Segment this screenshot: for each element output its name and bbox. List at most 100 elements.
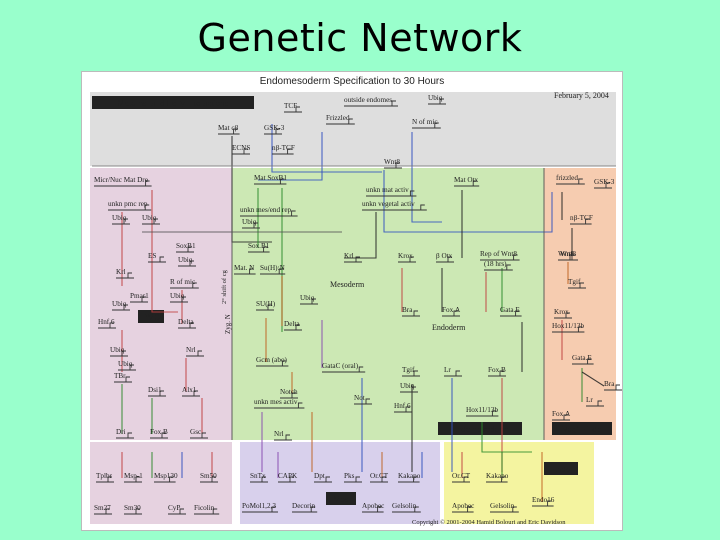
n-es-label: ES [148,252,156,260]
n-gsk2-gene-glyph [594,182,612,189]
n-pomol-label: PoMol1,2,3 [242,502,276,510]
n-ubiq7-gene-glyph [110,350,128,357]
endo-tag-box [544,462,578,475]
n-tplb-gene-glyph [96,476,114,483]
n-gatac-label: GataC (oral) [322,362,359,370]
n-dpt-gene-glyph [314,476,332,483]
maternal-tag: Maternal and Early Interactions [118,99,229,108]
n-lr2-gene-glyph [586,400,604,407]
n-nofmic-gene-glyph [412,122,441,129]
n-srtx-gene-glyph [250,476,268,483]
n-mat-cb-gene-glyph [218,128,240,135]
n-krl-label: Krl [116,268,126,276]
veg1-tag-box [552,422,612,435]
n-suh-label: SU(H) [256,300,276,308]
n-decorin-gene-glyph [292,506,318,513]
n-ubiq10-gene-glyph [400,386,418,393]
wire-39 [581,371,605,387]
n-not-label: Not [354,394,365,402]
n-sm30-label: Sm30 [124,504,141,512]
n-gatae-label: Gata.E [500,306,520,314]
n-tgif2-label: Tgif [568,278,581,286]
veg1-region [544,168,616,440]
n-frizzled2-gene-glyph [556,178,585,185]
n-mat-sox-label: Mat SoxB1 [254,174,287,182]
n-soxb1-label: SoxB1 [176,242,196,250]
n-hox11-label: Hox11/13b [466,406,498,414]
n-rofmic-gene-glyph [170,282,199,289]
n-repwnt-label: Rep of Wnt8 [480,250,517,258]
n-krl-gene-glyph [116,272,134,279]
n-krl2-label: Krl [344,252,354,260]
n-mat-cb-label: Mat cβ [218,124,239,132]
n-ubiq8-label: Ubiq [118,360,133,368]
n-tplb-label: Tplbr [96,472,113,480]
n-unkn-mat-gene-glyph [366,190,417,197]
n-mat-otx-gene-glyph [454,180,480,187]
n-wnt8-gene-glyph [384,162,402,169]
n-dsi1-label: Dsi1 [148,386,162,394]
n-hnf6b-label: Hnf 6 [394,402,411,410]
n-foxa-gene-glyph [442,310,460,317]
n-endo16-gene-glyph [532,500,554,507]
n-foxb2-gene-glyph [488,370,506,377]
n-ubiq2-label: Ubiq [142,214,157,222]
n-hnf6b-gene-glyph [394,406,412,413]
n-nrl2-gene-glyph [274,434,292,441]
mes-tag-box [326,492,356,505]
n-sm50-gene-glyph [200,476,218,483]
n-apobec-gene-glyph [362,506,384,513]
n-sm50-label: Sm50 [200,472,217,480]
n-outside-label: outside endomes [344,96,392,104]
n-gelsolin-gene-glyph [392,506,421,513]
n-bra2-gene-glyph [604,384,622,391]
n-nb-tcf-label: nβ-TCF [272,144,295,152]
n-hox11b-label: Hox11/13b [552,322,584,330]
n-suh-gene-glyph [256,304,274,311]
n-gsk-gene-glyph [264,128,282,135]
n-delta-gene-glyph [178,322,196,329]
n-ubiq3-gene-glyph [242,222,260,229]
n-ecns-label: ECNS [232,144,250,152]
endo-tag: Endo [552,465,571,474]
n-hox11-gene-glyph [466,410,499,417]
maternal-tag-box [92,96,254,109]
n-su-label: Su(H):N [260,264,286,272]
n-cyp-gene-glyph [168,508,186,515]
n-sm27-label: Sm27 [94,504,111,512]
n-wnt8c-label: Wnt8 [560,250,576,258]
n-unkn-mat-label: unkn mat activ [366,186,409,194]
n-es-gene-glyph [148,256,166,263]
n-18hrs-label: (18 hrs) [484,260,507,268]
n-su-gene-glyph [260,268,286,275]
n-notch-gene-glyph [280,392,298,399]
n-lr-label: Lr [444,366,451,374]
n-kakapo-gene-glyph [398,476,420,483]
n-delta2-gene-glyph [284,324,302,331]
n-ubiq5-gene-glyph [112,304,130,311]
n-delta2-label: Delta [284,320,300,328]
n-pomol-gene-glyph [242,506,278,513]
n-gcm-label: Gcm (abo) [256,356,288,364]
n-foxa2-gene-glyph [552,414,570,421]
n-dri-gene-glyph [116,432,134,439]
n-unkn-mes-gene-glyph [240,210,298,217]
n-nrl-label: Nrl [186,346,196,354]
n-unkn-pmc-gene-glyph [108,204,152,211]
n-alx1-label: Alx1 [182,386,197,394]
n-micr-label: Micr/Nuc Mat Dre [94,176,148,184]
n-gsk2-label: GSK-3 [594,178,615,186]
n-frizzled-gene-glyph [326,118,355,125]
n-ubiq6-gene-glyph [170,296,188,303]
n-foxb2-label: Fox.B [488,366,506,374]
n-kakapo-label: Kakapo [398,472,421,480]
n-ubiq3-label: Ubiq [242,218,257,226]
n-sm27-gene-glyph [94,508,112,515]
n-gelsolin2-label: Gelsolin [490,502,515,510]
n-lr-gene-glyph [444,370,462,377]
n-ecns-gene-glyph [232,148,250,155]
n-18hrs-gene-glyph [484,264,513,271]
n-ubiq4-gene-glyph [178,260,196,267]
n-apobec2-gene-glyph [452,506,474,513]
n-krox2-label: Krox [554,308,569,316]
